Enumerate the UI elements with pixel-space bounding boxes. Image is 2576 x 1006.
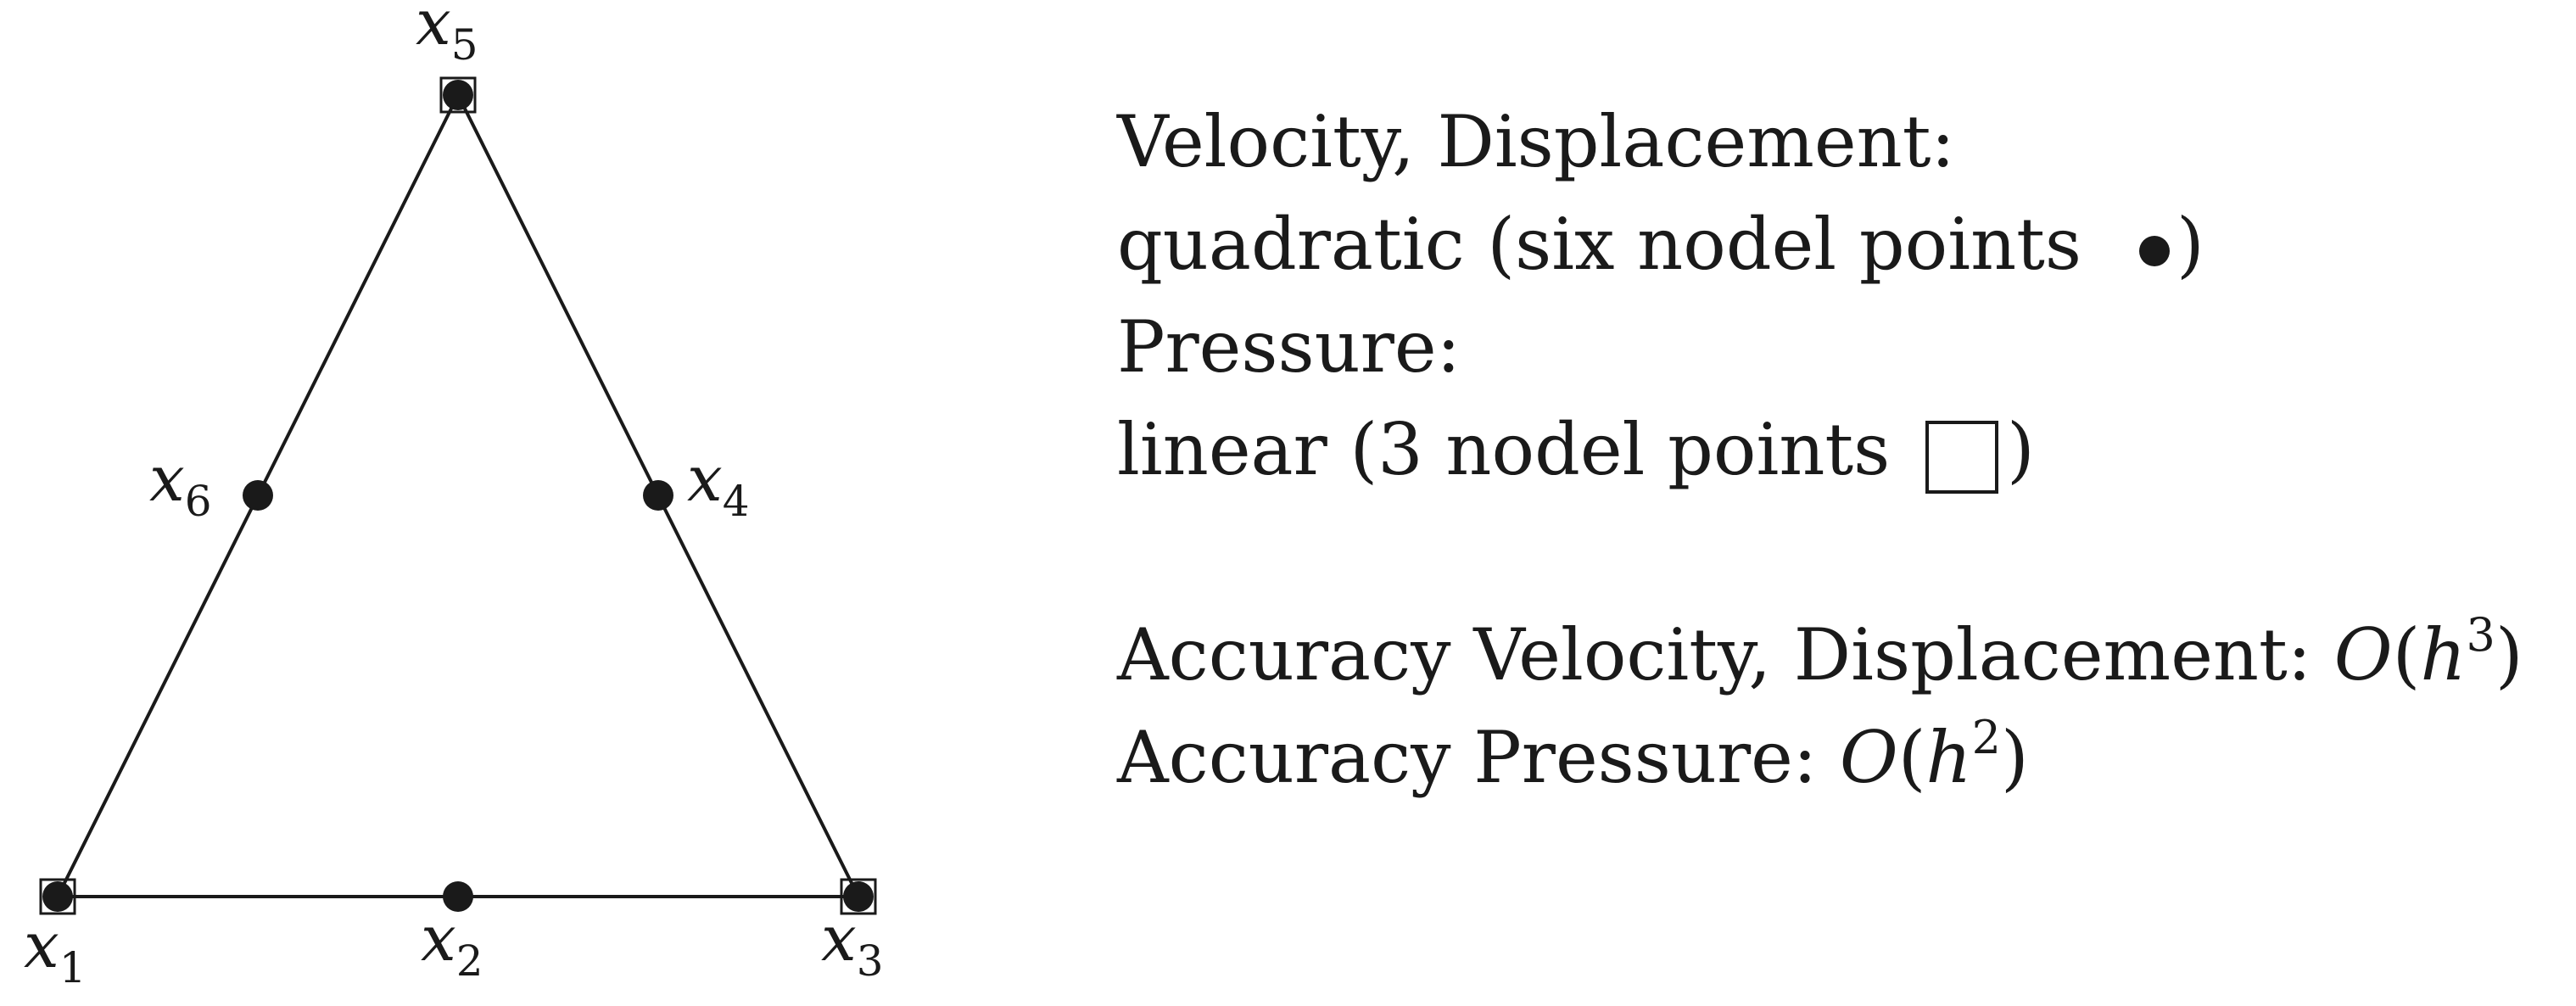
legend-velocity-desc: quadratic (six nodel points	[1117, 203, 2104, 286]
velocity-node-dot-x3	[843, 881, 874, 912]
node-label-x1: x1	[24, 909, 87, 992]
legend-pressure-desc: linear (3 nodel points	[1117, 408, 1913, 491]
velocity-nodes	[42, 80, 874, 912]
node-labels: x1 x2 x3 x4 x5 x6	[24, 0, 884, 992]
legend: Velocity, Displacement: quadratic (six n…	[1116, 100, 2523, 799]
pressure-nodes	[39, 76, 877, 915]
node-label-x4: x4	[687, 443, 750, 526]
legend-accuracy-pressure: Accuracy Pressure: O(h2)	[1116, 711, 2029, 799]
node-label-x2: x2	[421, 903, 483, 986]
velocity-node-dot-x1	[42, 881, 73, 912]
legend-accuracy-velocity: Accuracy Velocity, Displacement: O(h3)	[1116, 608, 2523, 696]
legend-velocity-desc-close: )	[2176, 203, 2204, 286]
pressure-node-square-x1	[39, 878, 76, 915]
node-label-x3: x3	[821, 903, 884, 986]
pressure-node-square-x5	[439, 76, 477, 114]
legend-dot-icon	[2139, 236, 2170, 266]
legend-pressure-desc-close: )	[2007, 408, 2035, 491]
legend-square-icon	[1925, 421, 1998, 494]
velocity-node-dot-x6	[243, 480, 273, 511]
velocity-node-dot-x5	[443, 80, 473, 110]
legend-velocity-heading: Velocity, Displacement:	[1116, 100, 1955, 183]
velocity-node-dot-x2	[443, 881, 473, 912]
node-label-x6: x6	[149, 443, 212, 526]
node-label-x5: x5	[416, 0, 478, 70]
velocity-node-dot-x4	[643, 480, 673, 511]
pressure-node-square-x3	[840, 878, 877, 915]
legend-pressure-heading: Pressure:	[1117, 305, 1461, 388]
